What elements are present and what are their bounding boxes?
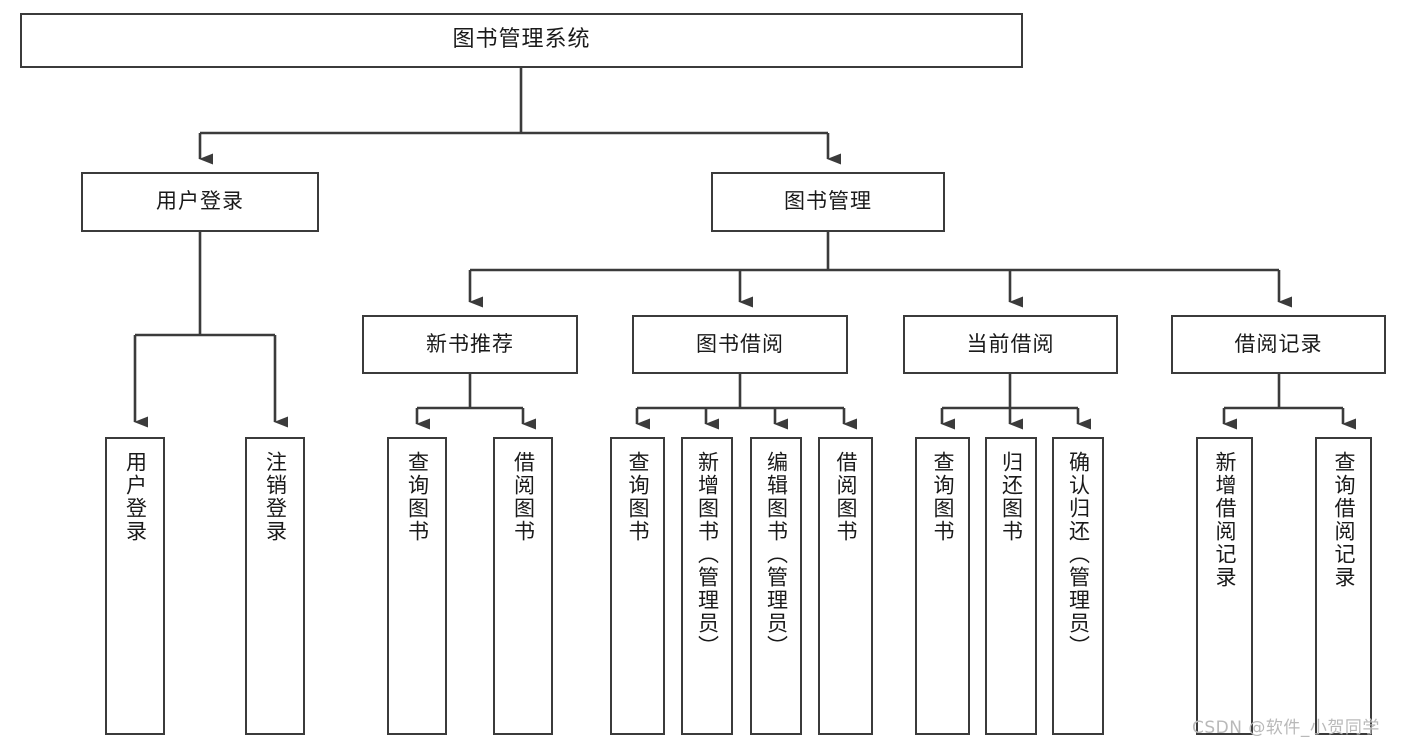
node-label: 图书管理系统 [452,27,591,53]
node-leaf-query-book-recommend[interactable]: 查询图书 [387,437,447,735]
node-current-borrow[interactable]: 当前借阅 [903,315,1118,374]
node-label: 当前借阅 [966,331,1055,356]
csdn-watermark: CSDN @软件_小贺同学 [1192,718,1380,738]
node-label: 归还图书 [999,451,1024,543]
node-leaf-add-book-admin[interactable]: 新增图书（管理员） [681,437,733,735]
node-label: 借阅记录 [1234,331,1323,356]
node-label: 新增借阅记录 [1212,451,1237,589]
node-root-book-management-system[interactable]: 图书管理系统 [20,13,1023,68]
node-user-login[interactable]: 用户登录 [81,172,319,232]
node-label: 查询图书 [625,451,650,543]
node-label: 查询图书 [405,451,430,543]
node-label: 查询图书 [930,451,955,543]
node-leaf-edit-book-admin[interactable]: 编辑图书（管理员） [750,437,802,735]
node-label: 确认归还（管理员） [1066,451,1091,658]
node-label: 注销登录 [263,451,288,543]
node-label: 查询借阅记录 [1331,451,1356,589]
node-leaf-query-book-current[interactable]: 查询图书 [915,437,970,735]
node-leaf-return-book[interactable]: 归还图书 [985,437,1037,735]
node-label: 用户登录 [156,189,244,214]
node-leaf-borrow-book-recommend[interactable]: 借阅图书 [493,437,553,735]
node-new-book-recommend[interactable]: 新书推荐 [362,315,578,374]
node-label: 图书管理 [784,189,872,214]
node-borrow-record[interactable]: 借阅记录 [1171,315,1386,374]
node-label: 新增图书（管理员） [695,451,720,658]
node-label: 借阅图书 [511,451,536,543]
node-leaf-query-book-borrow[interactable]: 查询图书 [610,437,665,735]
node-label: 图书借阅 [696,331,784,356]
node-leaf-logout[interactable]: 注销登录 [245,437,305,735]
node-leaf-add-borrow-record[interactable]: 新增借阅记录 [1196,437,1253,735]
node-label: 借阅图书 [833,451,858,543]
node-label: 新书推荐 [426,331,514,356]
node-leaf-borrow-book[interactable]: 借阅图书 [818,437,873,735]
node-book-borrow[interactable]: 图书借阅 [632,315,848,374]
node-leaf-user-login[interactable]: 用户登录 [105,437,165,735]
node-label: 编辑图书（管理员） [764,451,789,658]
node-leaf-query-borrow-record[interactable]: 查询借阅记录 [1315,437,1372,735]
node-leaf-confirm-return-admin[interactable]: 确认归还（管理员） [1052,437,1104,735]
node-book-management[interactable]: 图书管理 [711,172,945,232]
node-label: 用户登录 [123,451,148,543]
